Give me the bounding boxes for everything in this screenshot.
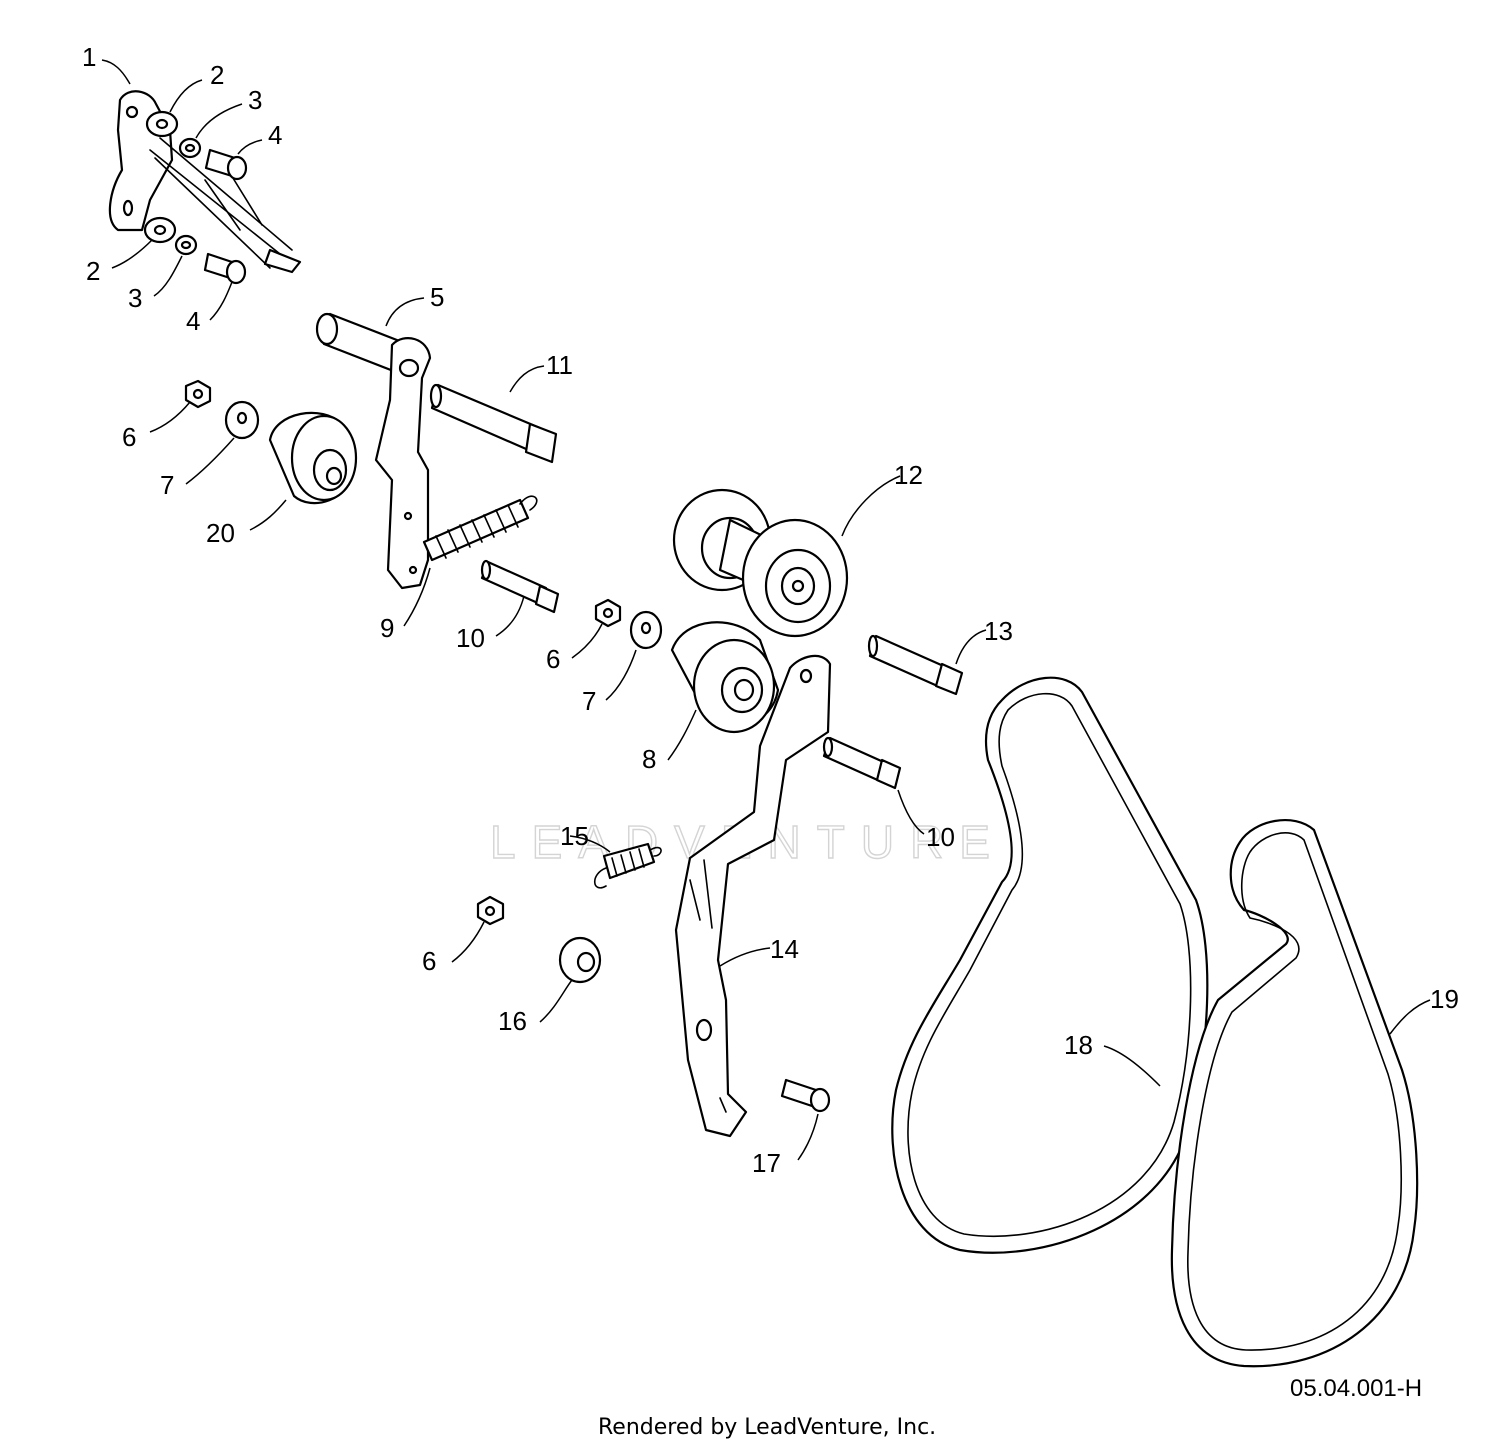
callout-17: 17: [752, 1148, 781, 1178]
part-15-spring: [593, 842, 662, 889]
callout-18: 18: [1064, 1030, 1093, 1060]
callout-1: 1: [82, 42, 96, 72]
part-3-lockwasher-b: [174, 234, 198, 256]
leader-lines: [101, 59, 1431, 1161]
part-8-idler-pulley: [670, 621, 780, 734]
callout-9: 9: [380, 613, 394, 643]
callout-4: 4: [268, 120, 282, 150]
part-18-belt: [891, 676, 1209, 1254]
part-14-idler-bracket: [674, 654, 832, 1138]
part-7-washer-b: [629, 610, 663, 650]
callout-2: 2: [210, 60, 224, 90]
callout-4: 4: [186, 306, 200, 336]
part-4-bolt-b: [203, 252, 247, 285]
callout-2: 2: [86, 256, 100, 286]
callout-10: 10: [456, 623, 485, 653]
drawing-number: 05.04.001-H: [1290, 1375, 1422, 1402]
part-7-washer-a: [224, 400, 260, 440]
part-13-bolt: [867, 634, 964, 696]
part-6-nut-b: [594, 598, 622, 628]
rendered-by-footer: Rendered by LeadVenture, Inc.: [598, 1415, 936, 1440]
part-12-double-pulley: [672, 488, 849, 638]
callout-13: 13: [984, 616, 1013, 646]
callouts: 1 2 3 4 2 3 4 5 11 6 7 20 12 9 10 6 7 8 …: [82, 42, 1459, 1178]
callout-7: 7: [582, 686, 596, 716]
part-10-bolt-b: [822, 736, 902, 790]
part-3-lockwasher-a: [178, 137, 202, 159]
callout-3: 3: [128, 283, 142, 313]
callout-5: 5: [430, 282, 444, 312]
callout-12: 12: [894, 460, 923, 490]
part-19-belt: [1170, 819, 1419, 1368]
part-2-washer-b: [143, 216, 177, 244]
callout-10: 10: [926, 822, 955, 852]
callout-15: 15: [560, 821, 589, 851]
part-17-bolt: [780, 1078, 831, 1113]
callout-6: 6: [422, 946, 436, 976]
part-11-bolt: [429, 383, 558, 464]
part-1-bracket: [108, 90, 302, 274]
callout-14: 14: [770, 934, 799, 964]
part-6-nut-c: [476, 895, 505, 926]
part-20-pulley: [268, 411, 358, 505]
callout-7: 7: [160, 470, 174, 500]
callout-6: 6: [122, 422, 136, 452]
callout-20: 20: [206, 518, 235, 548]
part-5-idler-arm: [315, 312, 432, 590]
callout-6: 6: [546, 644, 560, 674]
callout-8: 8: [642, 744, 656, 774]
callout-19: 19: [1430, 984, 1459, 1014]
part-4-bolt-a: [204, 148, 248, 181]
part-10-bolt-a: [480, 559, 560, 614]
callout-11: 11: [546, 350, 573, 380]
part-6-nut-a: [184, 379, 212, 409]
callout-3: 3: [248, 85, 262, 115]
part-9-spring: [422, 495, 538, 562]
part-2-washer-a: [145, 110, 179, 138]
callout-16: 16: [498, 1006, 527, 1036]
part-16-spacer: [558, 936, 602, 984]
